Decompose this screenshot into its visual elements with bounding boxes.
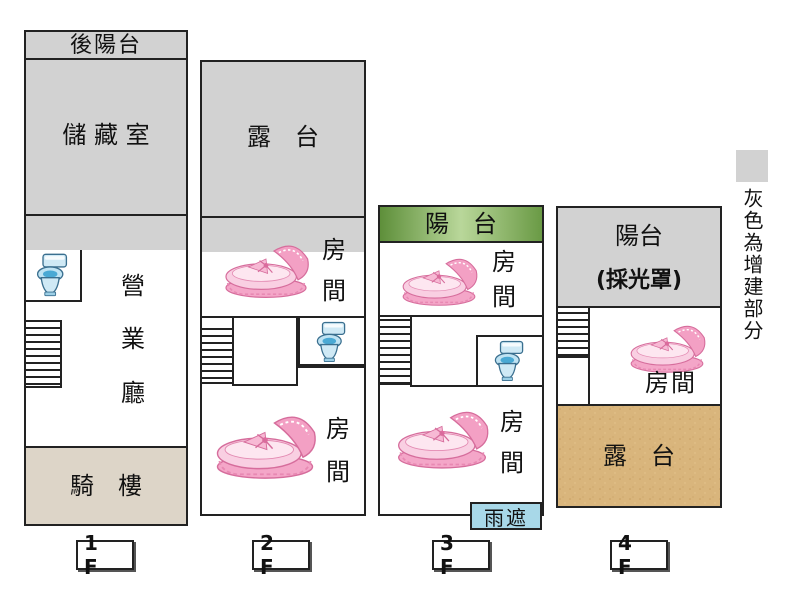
floor-4f-plan: 陽台 (採光罩) 房間 露 台 <box>556 206 722 508</box>
f4-room-label: 房間 <box>645 368 697 397</box>
f3-lower-room-char-2: 間 <box>500 449 524 477</box>
f1-toilet-room <box>26 250 82 302</box>
toilet-icon <box>492 339 526 383</box>
f3-lower-room-label: 房 間 <box>492 403 532 483</box>
toilet-icon <box>314 320 348 364</box>
f2-wall-segment <box>232 318 234 386</box>
f3-wall-segment-2 <box>410 385 542 387</box>
floor-tag-4f: 4 F <box>610 531 668 579</box>
floor-tag-3f: 3 F <box>432 531 490 579</box>
f3-balcony: 陽 台 <box>380 207 542 243</box>
f2-terrace-label: 露 台 <box>247 122 319 151</box>
f3-balcony-label: 陽 台 <box>425 209 497 238</box>
f4-terrace: 露 台 <box>558 404 720 506</box>
f4-skylight-label: (採光罩) <box>595 267 683 293</box>
f1-hall-char-2: 業 <box>121 325 145 354</box>
crib-icon <box>218 232 314 302</box>
legend-text: 灰色為增建部分 <box>740 188 764 342</box>
f1-storage-label: 儲 藏 室 <box>62 120 150 149</box>
crib-icon <box>208 400 322 484</box>
f2-wall-segment-3 <box>296 318 298 386</box>
f1-hall-char-3: 廳 <box>121 378 145 407</box>
f1-arcade: 騎 樓 <box>26 446 186 524</box>
f1-back-balcony: 後陽台 <box>26 32 186 60</box>
f2-lower-room-char-2: 間 <box>326 458 350 486</box>
f3-wall-segment <box>410 317 412 387</box>
floor-1f-plan: 後陽台 儲 藏 室 營 業 廳 騎 樓 <box>24 30 188 526</box>
f2-terrace: 露 台 <box>202 62 364 218</box>
f3-upper-room-label: 房 間 <box>484 247 524 313</box>
f3-upper-room-char-2: 間 <box>492 283 516 311</box>
f3-lower-room-char-1: 房 <box>500 407 524 436</box>
f2-lower-room-label: 房 間 <box>318 406 358 496</box>
f2-lower-room: 房 間 <box>202 386 364 514</box>
wood-texture <box>558 406 720 506</box>
f4-wall-segment <box>588 308 590 404</box>
f2-upper-room-char-2: 間 <box>322 277 346 305</box>
f1-added-strip <box>26 216 186 250</box>
f2-toilet-room <box>298 318 364 366</box>
f2-lower-room-char-1: 房 <box>326 414 350 443</box>
f3-toilet-room <box>476 335 542 385</box>
f4-balcony-label: 陽台 <box>615 221 663 250</box>
floor-2f-plan: 露 台 房 間 房 間 <box>200 60 366 516</box>
f4-terrace-label: 露 台 <box>603 441 675 470</box>
f1-hall-char-1: 營 <box>121 272 145 301</box>
f3-stairs <box>380 319 412 385</box>
f1-business-hall-label: 營 業 廳 <box>106 260 160 420</box>
f1-arcade-label: 騎 樓 <box>70 471 142 500</box>
f1-back-balcony-label: 後陽台 <box>69 32 142 58</box>
f3-rain-shelter: 雨遮 <box>470 502 542 530</box>
f2-wall-segment-4 <box>298 366 364 368</box>
f3-upper-room-char-1: 房 <box>492 247 516 276</box>
floor-3f-plan: 陽 台 房 間 房 間 <box>378 205 544 516</box>
f1-stairs <box>26 320 62 388</box>
f2-upper-room-label: 房 間 <box>314 228 354 314</box>
f3-lower-room: 房 間 <box>380 387 542 514</box>
crib-icon <box>390 395 494 475</box>
f4-stairs <box>558 312 590 358</box>
legend-gray-swatch <box>736 150 768 182</box>
f4-room: 房間 <box>590 308 720 404</box>
f4-balcony-skylight: 陽台 (採光罩) <box>558 208 720 308</box>
f3-upper-room: 房 間 <box>380 243 542 317</box>
floor-tag-2f: 2 F <box>252 531 310 579</box>
f2-stairs <box>202 328 234 384</box>
toilet-icon <box>34 252 70 298</box>
floor-tag-1f: 1 F <box>76 531 134 579</box>
f2-wall-segment-2 <box>232 384 298 386</box>
f1-storage-room: 儲 藏 室 <box>26 60 186 216</box>
f2-upper-room-char-1: 房 <box>322 235 346 264</box>
crib-icon <box>396 247 482 309</box>
f2-upper-room: 房 間 <box>202 218 364 318</box>
f3-rain-shelter-label: 雨遮 <box>484 505 528 530</box>
